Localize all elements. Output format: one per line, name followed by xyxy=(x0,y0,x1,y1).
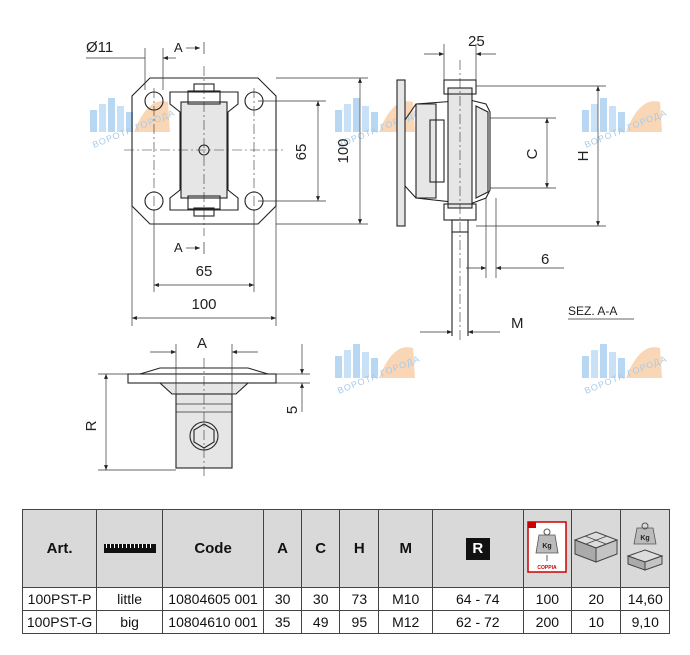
cell-c: 30 xyxy=(301,587,341,611)
dim-c: C xyxy=(524,148,541,159)
dim-inner-vertical: 65 xyxy=(293,144,310,161)
header-art: Art. xyxy=(21,509,98,588)
cell-m: M10 xyxy=(378,587,433,611)
cell-pack: 10 xyxy=(571,610,622,634)
dim-6: 6 xyxy=(541,251,549,268)
cell-qty: 100 xyxy=(522,587,573,611)
section-mark-bottom: A xyxy=(174,240,183,255)
header-weight: Kg xyxy=(620,509,670,588)
coppia-label: COPPIA xyxy=(538,565,558,571)
cell-r: 62 - 72 xyxy=(431,610,524,634)
header-r: R xyxy=(431,509,524,588)
cell-art: 100PST-P xyxy=(21,587,98,611)
cell-m: M12 xyxy=(378,610,433,634)
cell-c: 49 xyxy=(301,610,341,634)
header-size xyxy=(96,509,164,588)
cell-a: 30 xyxy=(263,587,303,611)
cell-size: little xyxy=(96,587,164,611)
cell-code: 10804610 001 xyxy=(162,610,265,634)
dim-5: 5 xyxy=(284,406,301,414)
technical-drawing: ВОРОТА ГОРОДА ВОРОТА ГОРОДА ВОРОТА ГОРОД… xyxy=(83,33,669,478)
cell-qty: 200 xyxy=(522,610,573,634)
cell-size: big xyxy=(96,610,164,634)
section-mark-top: A xyxy=(174,40,183,55)
cell-h: 95 xyxy=(339,610,380,634)
dim-r: R xyxy=(83,420,100,431)
header-h: H xyxy=(339,509,380,588)
weight-pair-icon: Kg COPPIA xyxy=(527,520,568,573)
r-badge: R xyxy=(465,537,490,560)
dim-a: A xyxy=(197,335,207,352)
table-row: 100PST-P little 10804605 001 30 30 73 M1… xyxy=(21,587,670,611)
section-view: 25 C H 6 M SEZ. A-A xyxy=(396,33,634,340)
dim-h: H xyxy=(575,151,592,162)
cell-art: 100PST-G xyxy=(21,610,98,634)
boxes-icon xyxy=(573,530,619,563)
kg-label: Kg xyxy=(543,543,552,550)
cell-r: 64 - 74 xyxy=(431,587,524,611)
dim-25: 25 xyxy=(468,33,485,50)
kg-label: Kg xyxy=(641,535,650,542)
cell-h: 73 xyxy=(339,587,380,611)
header-c: C xyxy=(301,509,341,588)
cell-weight: 9,10 xyxy=(620,610,670,634)
cell-pack: 20 xyxy=(571,587,622,611)
header-pack xyxy=(571,509,622,588)
header-m: M xyxy=(378,509,433,588)
side-view: A R 5 xyxy=(83,335,310,478)
hole-diameter-label: Ø11 xyxy=(86,39,113,56)
table-row: 100PST-G big 10804610 001 35 49 95 M12 6… xyxy=(21,610,670,634)
weight-box-icon: Kg xyxy=(626,522,664,571)
header-code: Code xyxy=(162,509,265,588)
cell-a: 35 xyxy=(263,610,303,634)
dim-outer-vertical: 100 xyxy=(335,138,352,163)
table-header-row: Art. Code A C H M R Kg COPPIA xyxy=(21,509,670,588)
header-a: A xyxy=(263,509,303,588)
dim-m: M xyxy=(511,315,524,332)
cell-code: 10804605 001 xyxy=(162,587,265,611)
top-view: Ø11 A A 65 100 65 100 xyxy=(86,39,368,326)
dim-inner-horizontal: 65 xyxy=(196,263,213,280)
ruler-icon xyxy=(103,544,156,553)
dim-outer-horizontal: 100 xyxy=(191,296,216,313)
header-qty: Kg COPPIA xyxy=(522,509,573,588)
spec-table: Art. Code A C H M R Kg COPPIA xyxy=(21,509,670,634)
cell-weight: 14,60 xyxy=(620,587,670,611)
section-label: SEZ. A-A xyxy=(568,304,617,318)
